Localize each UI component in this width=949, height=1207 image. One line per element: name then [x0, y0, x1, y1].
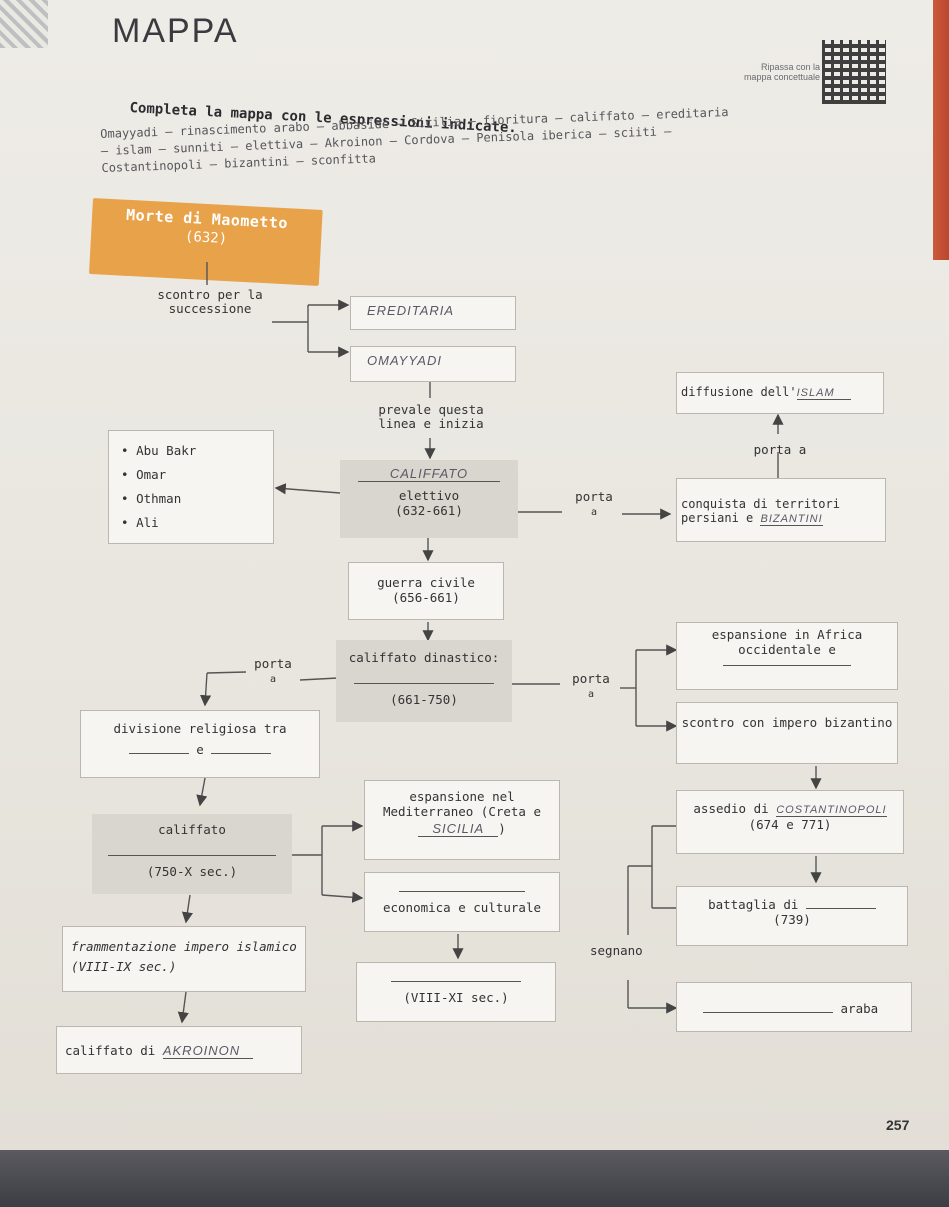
centuries-box[interactable]: (VIII-XI sec.) — [356, 962, 556, 1022]
list-item: • Omar — [121, 467, 167, 482]
civil-war-label: guerra civile — [377, 575, 475, 590]
battle-text: battaglia di — [708, 897, 799, 912]
africa-blank[interactable] — [723, 665, 851, 666]
caliphate-750-years: (750-X sec.) — [146, 864, 238, 879]
segnano-label: segnano — [590, 943, 643, 958]
dynastic-blank[interactable] — [354, 675, 494, 684]
araba-box[interactable]: araba — [676, 982, 912, 1032]
cordoba-answer: AKROINON — [162, 1043, 253, 1059]
siege-answer: COSTANTINOPOLI — [776, 804, 887, 817]
elective-answer: CALIFFATO — [358, 466, 500, 482]
succession-answer-box-1[interactable]: EREDITARIA — [350, 296, 516, 330]
list-item: • Ali — [121, 515, 159, 530]
prevale-label: prevale questa linea e inizia — [378, 402, 484, 431]
page-title: MAPPA — [112, 12, 239, 50]
dynastic-caliphate-box[interactable]: califfato dinastico: (661-750) — [336, 640, 512, 722]
succession-answer-1: EREDITARIA — [367, 303, 455, 318]
caliphate-750-label: califfato — [158, 822, 226, 837]
fragmentation-box: frammentazione impero islamico (VIII-IX … — [62, 926, 306, 992]
civil-war-box: guerra civile (656-661) — [348, 562, 504, 620]
corner-pattern-icon — [0, 0, 48, 48]
economic-blank[interactable] — [399, 885, 525, 892]
division-blanks[interactable]: e — [81, 742, 319, 757]
conquest-text: conquista di territori persiani e — [681, 497, 840, 525]
dynastic-label: califfato dinastico: — [348, 650, 500, 665]
succession-label: scontro per la successione — [157, 287, 263, 316]
succession-answer-2: OMAYYADI — [367, 353, 442, 368]
list-item: • Abu Bakr — [121, 443, 197, 458]
economic-text: economica e culturale — [382, 900, 542, 915]
mediterranean-answer: SICILIA — [418, 821, 499, 837]
succession-answer-box-2[interactable]: OMAYYADI — [350, 346, 516, 382]
civil-war-years: (656-661) — [392, 590, 460, 605]
fragmentation-text: frammentazione impero islamico (VIII-IX … — [71, 939, 297, 974]
elective-years: (632-661) — [395, 503, 463, 518]
byzantine-box: scontro con impero bizantino — [676, 702, 898, 764]
porta-a-label-up: porta a — [753, 442, 807, 457]
mediterranean-text: espansione nel Mediterraneo (Creta e — [382, 789, 542, 819]
byzantine-text: scontro con impero bizantino — [681, 715, 893, 730]
africa-box[interactable]: espansione in Africa occidentale e — [676, 622, 898, 690]
cordoba-box[interactable]: califfato di AKROINON — [56, 1026, 302, 1074]
dynastic-years: (661-750) — [390, 692, 458, 707]
siege-text: assedio di — [693, 801, 769, 816]
africa-text: espansione in Africa occidentale e — [711, 627, 863, 657]
division-label: divisione religiosa tra — [113, 721, 287, 736]
diffusion-answer: ISLAM — [796, 387, 851, 400]
caliphate-750-blank[interactable] — [108, 847, 276, 856]
caliphs-list-box: • Abu Bakr • Omar • Othman • Ali — [108, 430, 274, 544]
siege-years: (674 e 771) — [748, 817, 832, 832]
page-edge-tab — [933, 0, 949, 260]
mediterranean-box[interactable]: espansione nel Mediterraneo (Creta e SIC… — [364, 780, 560, 860]
cordoba-text: califfato di — [65, 1043, 156, 1058]
desk-surface — [0, 1150, 949, 1207]
qr-code-icon[interactable] — [822, 40, 886, 104]
diffusion-text: diffusione dell' — [681, 385, 797, 399]
caliphate-750-box[interactable]: califfato (750-X sec.) — [92, 814, 292, 894]
qr-note: Ripassa con la mappa concettuale — [743, 62, 820, 82]
battle-years: (739) — [773, 912, 811, 927]
division-box[interactable]: divisione religiosa tra e — [80, 710, 320, 778]
conquest-answer: BIZANTINI — [760, 513, 823, 526]
centuries-text: (VIII-XI sec.) — [403, 990, 509, 1005]
siege-box[interactable]: assedio di COSTANTINOPOLI (674 e 771) — [676, 790, 904, 854]
diffusion-box[interactable]: diffusione dell'ISLAM — [676, 372, 884, 414]
battle-box[interactable]: battaglia di (739) — [676, 886, 908, 946]
economic-box[interactable]: economica e culturale — [364, 872, 560, 932]
list-item: • Othman — [121, 491, 182, 506]
conquest-box[interactable]: conquista di territori persiani e BIZANT… — [676, 478, 886, 542]
centuries-blank[interactable] — [391, 975, 521, 982]
elective-label: elettivo — [398, 488, 460, 503]
page-number: 257 — [886, 1117, 910, 1133]
araba-text: araba — [840, 1001, 879, 1016]
elective-caliphate-box[interactable]: CALIFFATO elettivo (632-661) — [340, 460, 518, 538]
